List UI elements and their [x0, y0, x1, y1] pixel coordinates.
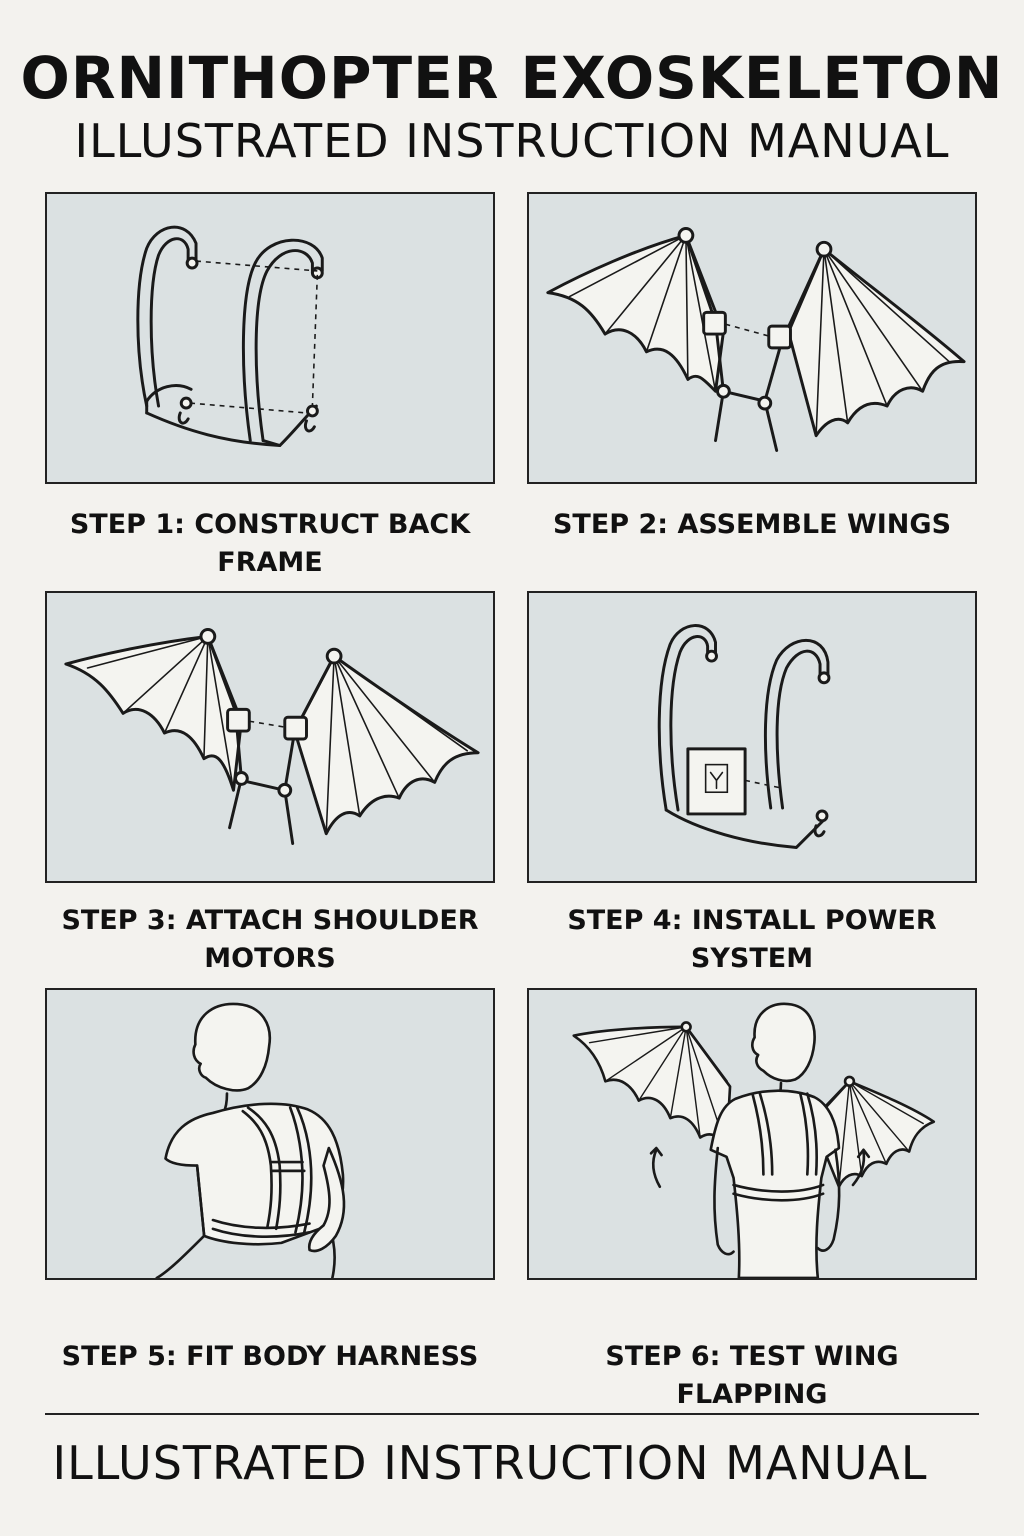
step-5-illustration [45, 988, 495, 1280]
step-4-illustration [527, 591, 977, 883]
step-2-illustration [527, 192, 977, 484]
step-1-illustration [45, 192, 495, 484]
step-6-caption: STEP 6: TEST WING FLAPPING [527, 1338, 977, 1414]
footer-divider [45, 1413, 979, 1415]
frame-with-power-box-icon [529, 593, 975, 881]
step-2-caption: STEP 2: ASSEMBLE WINGS [527, 506, 977, 544]
step-1-caption: STEP 1: CONSTRUCT BACK FRAME [45, 506, 495, 582]
wings-with-motors-icon [47, 593, 493, 881]
step-3-illustration [45, 591, 495, 883]
step-6-illustration [527, 988, 977, 1280]
manual-subtitle: ILLUSTRATED INSTRUCTION MANUAL [0, 114, 1024, 168]
person-with-harness-icon [47, 990, 493, 1278]
person-with-wings-icon [529, 990, 975, 1278]
footer-title: ILLUSTRATED INSTRUCTION MANUAL [0, 1436, 980, 1490]
step-4-caption: STEP 4: INSTALL POWER SYSTEM [527, 902, 977, 978]
step-3-caption: STEP 3: ATTACH SHOULDER MOTORS [45, 902, 495, 978]
manual-title: ORNITHOPTER EXOSKELETON [0, 44, 1024, 112]
step-5-caption: STEP 5: FIT BODY HARNESS [45, 1338, 495, 1376]
back-frame-icon [47, 194, 493, 482]
wings-icon [529, 194, 975, 482]
